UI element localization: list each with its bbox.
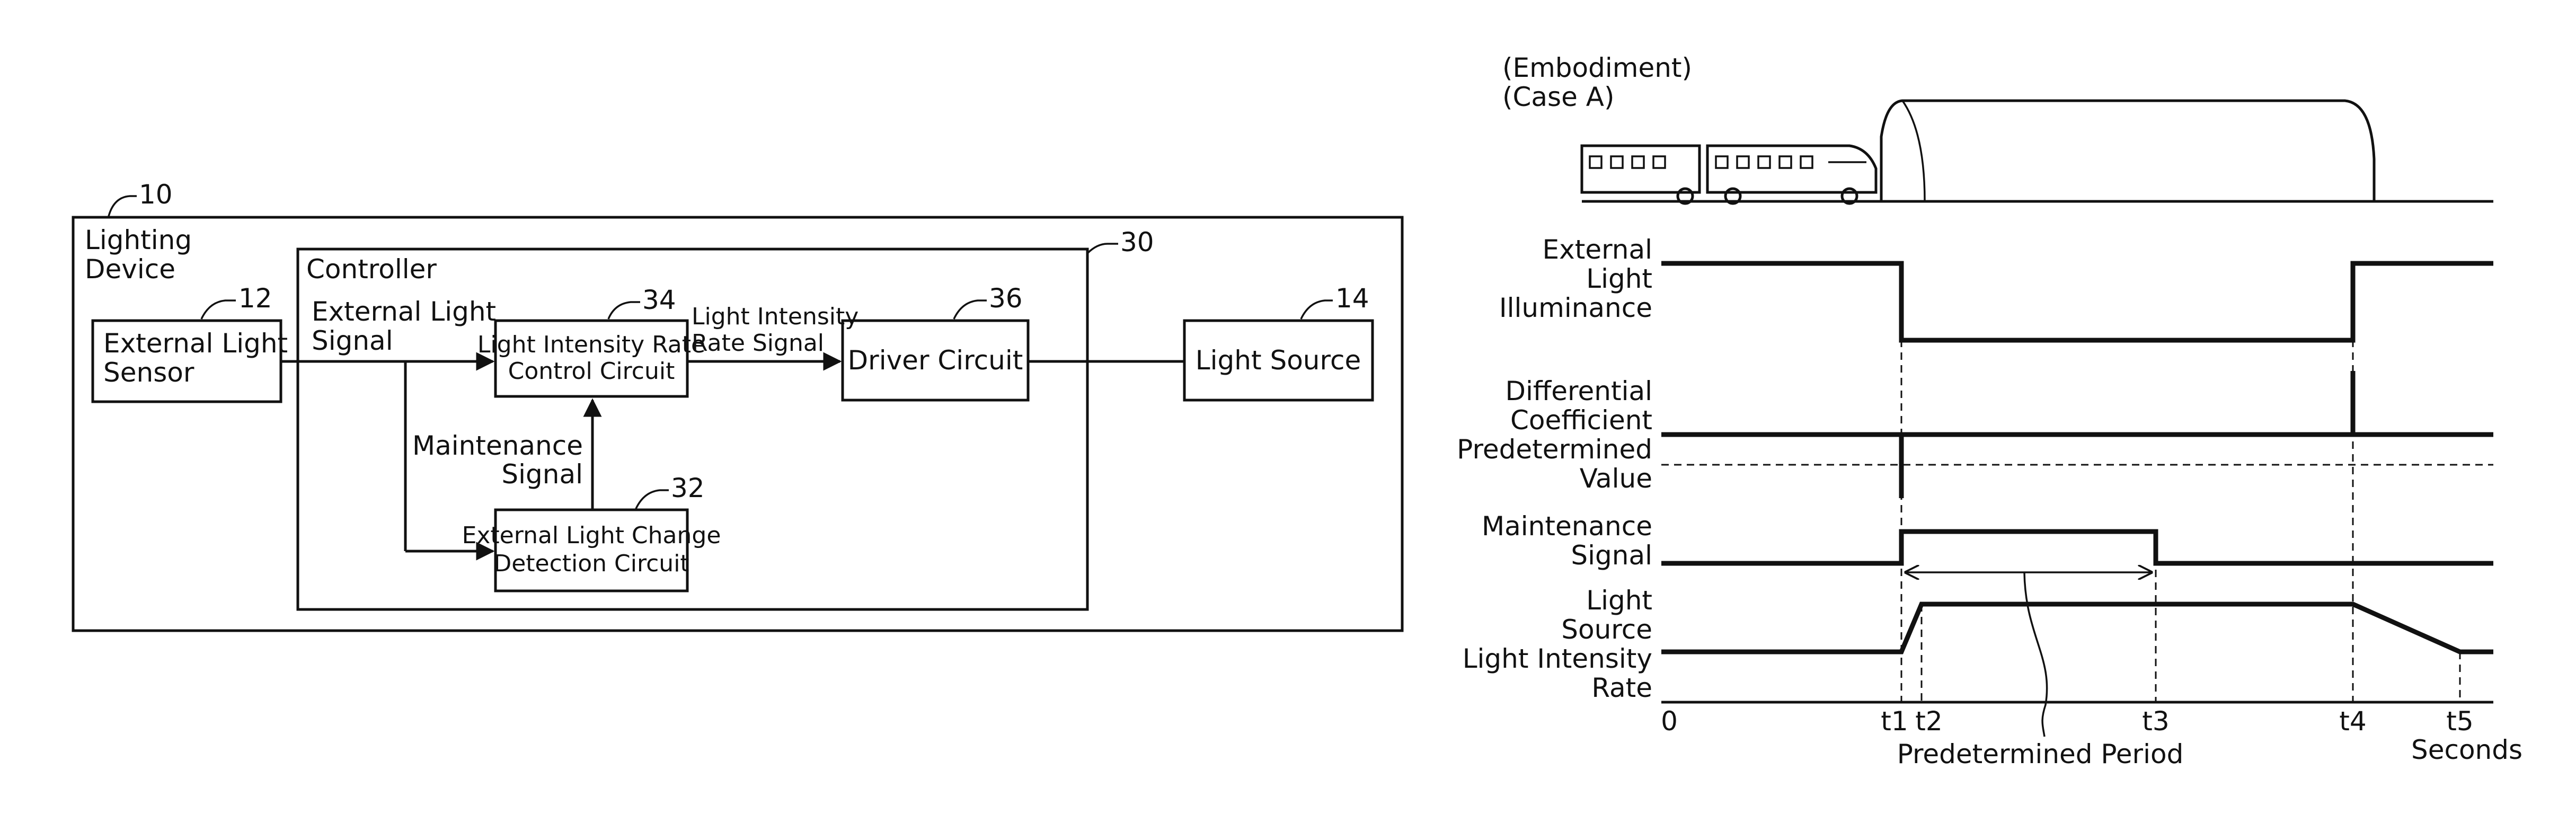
- external-light-change-detection-circuit-line1: External Light Change: [462, 522, 721, 549]
- row-label-predetermined-line1: Predetermined: [1457, 434, 1652, 465]
- lighting-device-ref: 10: [139, 179, 173, 210]
- row-label-illuminance-line2: Light: [1586, 263, 1652, 294]
- row-labels: External Light Illuminance Differential …: [1457, 234, 1652, 703]
- external-light-sensor-ref: 12: [238, 283, 272, 314]
- timing-title-line2: (Case A): [1502, 82, 1614, 112]
- tick-t4: t4: [2339, 706, 2366, 737]
- driver-circuit-label: Driver Circuit: [848, 345, 1023, 376]
- driver-circuit-ref: 36: [989, 283, 1023, 314]
- row-label-rate-line3: Light Intensity: [1463, 643, 1652, 674]
- row-label-illuminance-line3: Illuminance: [1499, 293, 1652, 323]
- controller-leader: [1087, 244, 1118, 253]
- controller-label: Controller: [306, 254, 437, 285]
- timing-diagram: (Embodiment) (Case A): [1457, 52, 2522, 769]
- lighting-device-label-line1: Lighting: [85, 225, 192, 255]
- rate-waveform: [1661, 604, 2493, 652]
- light-source-label: Light Source: [1196, 345, 1361, 376]
- row-label-rate-line1: Light: [1586, 585, 1652, 616]
- tick-t2: t2: [1915, 706, 1942, 737]
- external-light-signal-line1: External Light: [312, 296, 496, 327]
- timing-title-line1: (Embodiment): [1502, 52, 1692, 83]
- external-light-change-detection-circuit-line2: Detection Circuit: [493, 550, 689, 577]
- row-label-predetermined-line2: Value: [1580, 463, 1652, 494]
- tick-t5: t5: [2446, 706, 2473, 737]
- tick-t3: t3: [2142, 706, 2169, 737]
- light-intensity-rate-control-circuit-ref: 34: [642, 285, 676, 315]
- maintenance-signal-label-line2: Signal: [501, 459, 583, 490]
- external-light-change-detection-circuit-ref: 32: [671, 473, 705, 503]
- row-label-rate-line4: Rate: [1591, 673, 1652, 703]
- lighting-device-leader: [109, 196, 137, 216]
- maintenance-signal-label-line1: Maintenance: [412, 430, 583, 461]
- row-label-illuminance-line1: External: [1543, 234, 1652, 265]
- block-diagram: Lighting Device 10 Controller 30 Externa…: [73, 179, 1402, 631]
- lighting-device-box: [73, 217, 1402, 631]
- external-light-change-detection-circuit-leader: [636, 490, 669, 509]
- light-intensity-rate-control-circuit-line2: Control Circuit: [508, 358, 675, 385]
- train-car-front: [1707, 146, 1876, 192]
- row-label-differential-line1: Differential: [1505, 376, 1652, 406]
- train-tunnel-illustration: [1582, 101, 2493, 204]
- tick-t1: t1: [1881, 706, 1908, 737]
- light-intensity-rate-signal-line1: Light Intensity: [692, 303, 858, 330]
- row-label-maintenance-line2: Signal: [1571, 540, 1652, 571]
- tunnel-outline: [1881, 101, 2374, 201]
- external-light-signal-line2: Signal: [312, 325, 393, 356]
- row-label-differential-line2: Coefficient: [1510, 405, 1652, 436]
- external-light-sensor-leader: [201, 300, 236, 319]
- light-source-ref: 14: [1335, 283, 1369, 314]
- train-car-rear: [1582, 146, 1699, 192]
- tunnel-portal-curve: [1902, 101, 1925, 201]
- controller-ref: 30: [1120, 227, 1154, 258]
- light-source-leader: [1301, 300, 1333, 319]
- illuminance-waveform: [1661, 263, 2493, 340]
- row-label-maintenance-line1: Maintenance: [1482, 511, 1652, 542]
- driver-circuit-leader: [954, 300, 987, 319]
- predetermined-period-leader: [2024, 572, 2047, 737]
- predetermined-period-label: Predetermined Period: [1897, 739, 2184, 769]
- light-intensity-rate-control-circuit-line1: Light Intensity Rate: [477, 331, 705, 358]
- tick-zero: 0: [1661, 706, 1678, 737]
- light-intensity-rate-control-circuit-leader: [608, 302, 640, 319]
- external-light-sensor-line1: External Light: [103, 328, 288, 359]
- time-unit-label: Seconds: [2411, 735, 2522, 765]
- light-intensity-rate-signal-line2: Rate Signal: [692, 330, 824, 357]
- lighting-device-label-line2: Device: [85, 254, 175, 285]
- external-light-sensor-line2: Sensor: [103, 357, 194, 388]
- maintenance-waveform: [1661, 532, 2493, 563]
- row-label-rate-line2: Source: [1561, 614, 1652, 645]
